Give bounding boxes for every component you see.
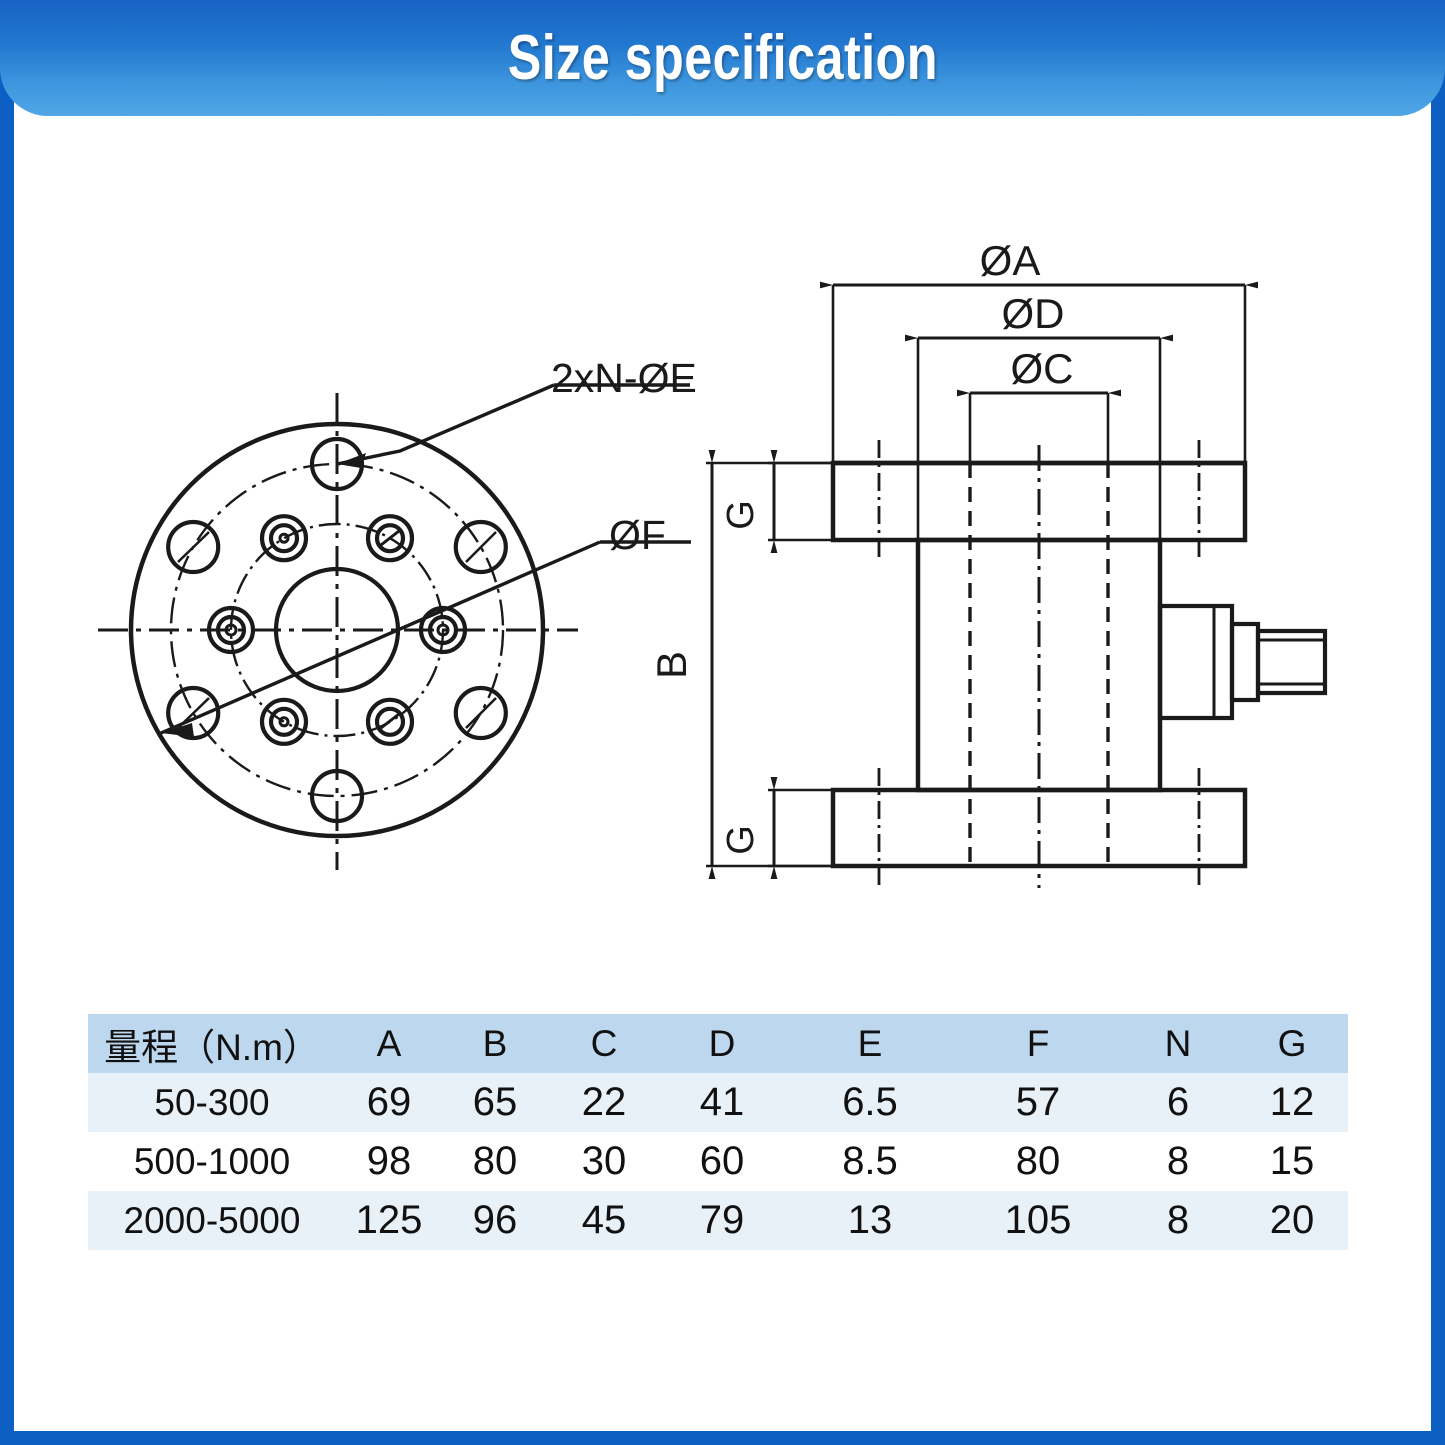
- thread-hole-lower-left: [259, 697, 309, 746]
- leader-bore: [160, 540, 691, 735]
- table-row: 500-1000 98 80 30 60 8.5 80 8 15: [88, 1132, 1348, 1191]
- label-bolt-holes: 2xN-ØE: [551, 355, 697, 401]
- label-g-bottom: G: [720, 825, 762, 855]
- bolt-hole-upper-left: [166, 519, 221, 575]
- cell-range: 50-300: [88, 1073, 336, 1132]
- hidden-bore-lines: [968, 463, 1110, 866]
- cell-b: 96: [442, 1191, 548, 1250]
- table-header-d: D: [660, 1014, 784, 1073]
- table-header-row: 量程（N.m） A B C D E F N G: [88, 1014, 1348, 1073]
- cell-c: 45: [548, 1191, 660, 1250]
- cell-range: 2000-5000: [88, 1191, 336, 1250]
- page-title: Size specification: [507, 23, 938, 93]
- cell-d: 41: [660, 1073, 784, 1132]
- cell-d: 60: [660, 1132, 784, 1191]
- table-header-e: E: [784, 1014, 956, 1073]
- cell-range: 500-1000: [88, 1132, 336, 1191]
- label-body-dia: ØD: [1002, 290, 1065, 337]
- table-header-c: C: [548, 1014, 660, 1073]
- cell-n: 8: [1120, 1132, 1236, 1191]
- cell-n: 8: [1120, 1191, 1236, 1250]
- label-height-b: B: [648, 651, 695, 679]
- section-view-group: [706, 281, 1328, 890]
- table-header-a: A: [336, 1014, 442, 1073]
- cell-c: 22: [548, 1073, 660, 1132]
- table-header-g: G: [1236, 1014, 1348, 1073]
- cell-b: 65: [442, 1073, 548, 1132]
- table-header-n: N: [1120, 1014, 1236, 1073]
- cell-g: 12: [1236, 1073, 1348, 1132]
- cell-c: 30: [548, 1132, 660, 1191]
- connector-section-1: [1157, 603, 1235, 721]
- table-header-b: B: [442, 1014, 548, 1073]
- outer-flange-circle: [128, 421, 546, 839]
- cell-g: 15: [1236, 1132, 1348, 1191]
- bolt-hole-lower-left: [166, 685, 221, 741]
- cell-e: 13: [784, 1191, 956, 1250]
- header-banner: Size specification: [0, 0, 1445, 116]
- cell-a: 125: [336, 1191, 442, 1250]
- leader-arrow-bolt-holes: [337, 453, 366, 468]
- label-bore-dia-front: ØF: [609, 512, 666, 558]
- bolt-hole-lower-right: [453, 685, 508, 741]
- cell-a: 98: [336, 1132, 442, 1191]
- front-view-group: [98, 383, 691, 870]
- cell-b: 80: [442, 1132, 548, 1191]
- table-row: 2000-5000 125 96 45 79 13 105 8 20: [88, 1191, 1348, 1250]
- cell-e: 6.5: [784, 1073, 956, 1132]
- label-bore-dia: ØC: [1011, 345, 1074, 392]
- table-row: 50-300 69 65 22 41 6.5 57 6 12: [88, 1073, 1348, 1132]
- cell-e: 8.5: [784, 1132, 956, 1191]
- dim-g-bottom-group: [768, 788, 833, 868]
- cell-f: 105: [956, 1191, 1120, 1250]
- cell-d: 79: [660, 1191, 784, 1250]
- thread-hole-lower-right: [365, 697, 415, 746]
- flange-bolt-centerlines: [877, 440, 1201, 890]
- label-g-top: G: [720, 500, 762, 530]
- bolt-hole-upper-right: [453, 519, 508, 575]
- thread-hole-upper-left: [259, 514, 309, 563]
- cell-g: 20: [1236, 1191, 1348, 1250]
- size-specification-table: 量程（N.m） A B C D E F N G 50-300 69 65 22 …: [88, 1014, 1348, 1250]
- dim-extension-lines: [831, 285, 1247, 540]
- label-outer-dia: ØA: [980, 237, 1041, 284]
- cell-f: 57: [956, 1073, 1120, 1132]
- table-header-range: 量程（N.m）: [88, 1014, 336, 1073]
- table-header-f: F: [956, 1014, 1120, 1073]
- cell-f: 80: [956, 1132, 1120, 1191]
- leader-arrow-bore: [161, 723, 194, 737]
- cell-n: 6: [1120, 1073, 1236, 1132]
- connector-section-2: [1229, 621, 1261, 703]
- connector-boss: [1157, 603, 1328, 721]
- connector-section-3: [1255, 628, 1328, 696]
- cell-a: 69: [336, 1073, 442, 1132]
- outer-bolt-holes: [166, 436, 508, 824]
- dim-g-top-group: [768, 461, 833, 542]
- thread-hole-upper-right: [365, 514, 415, 563]
- body-outline: [915, 537, 1163, 793]
